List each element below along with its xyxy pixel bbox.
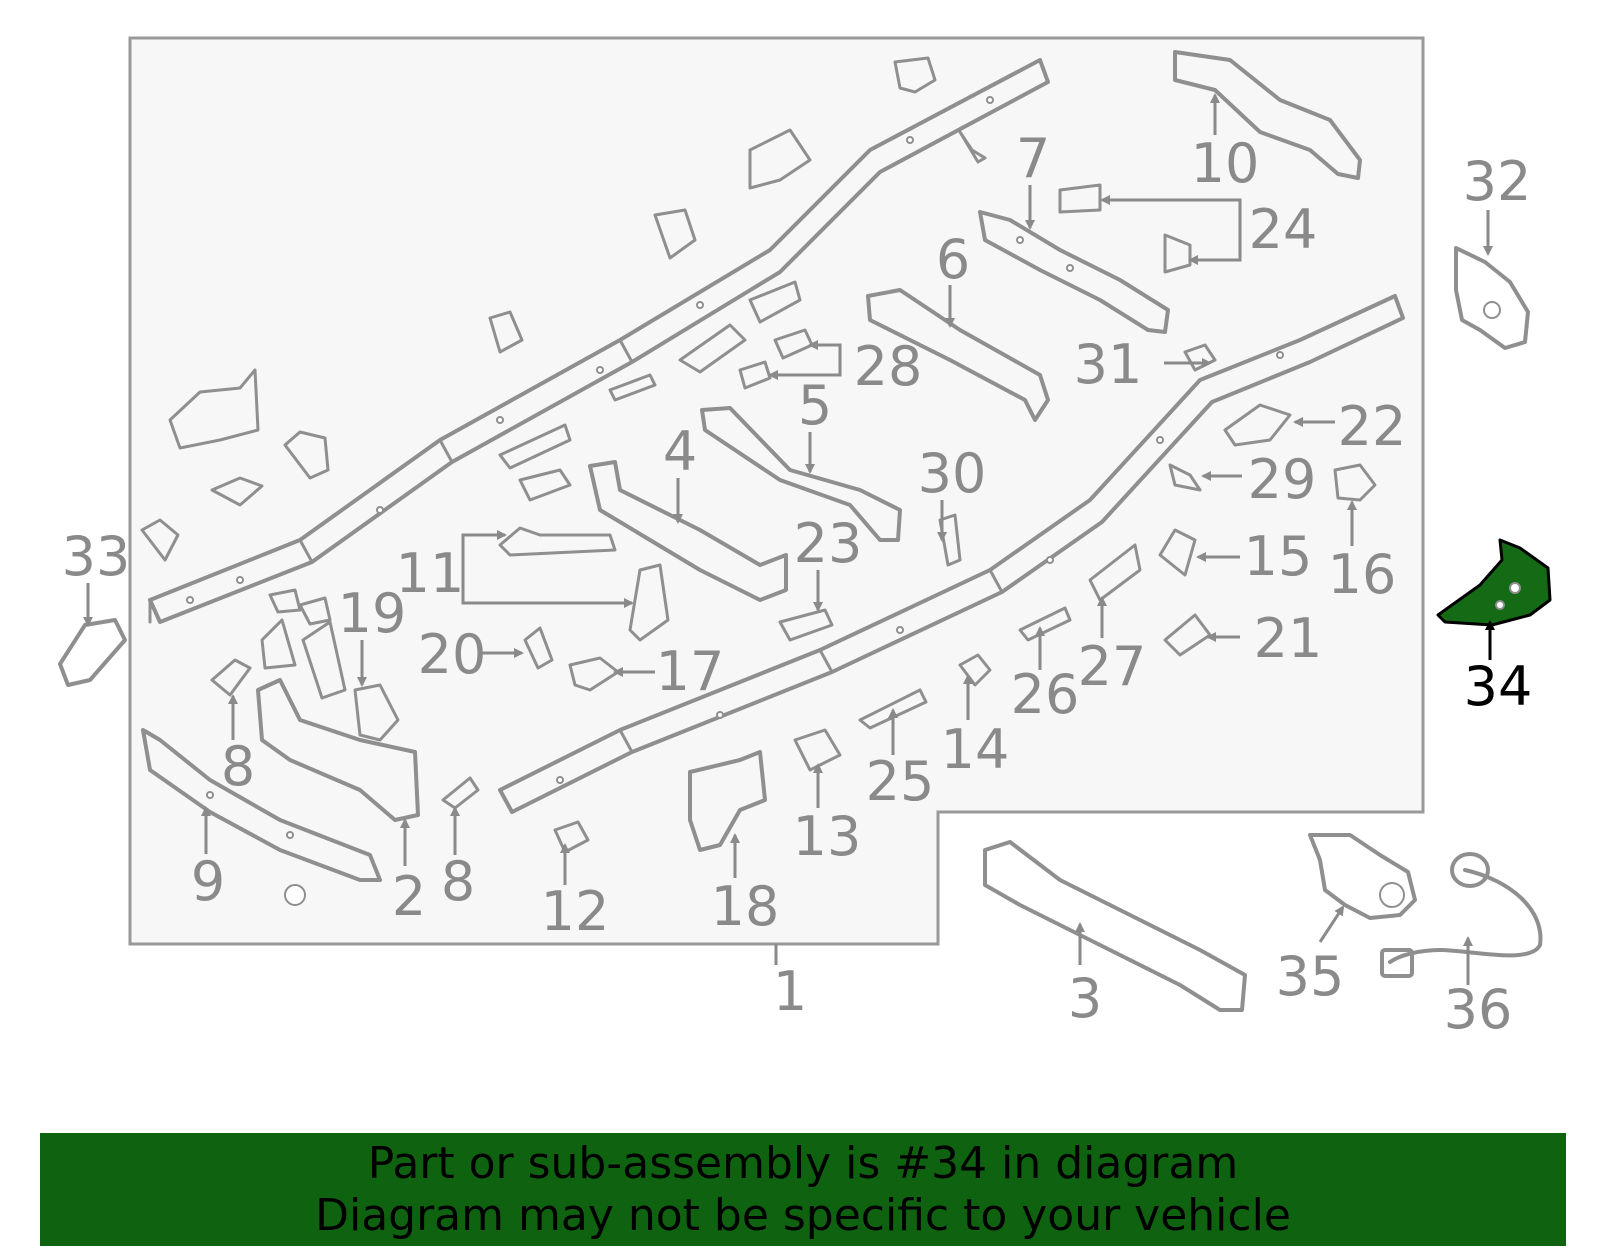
- callout-7: 7: [1016, 127, 1050, 190]
- callout-15: 15: [1244, 525, 1313, 588]
- callout-17: 17: [656, 640, 725, 703]
- callout-25: 25: [866, 750, 935, 813]
- right-frame-rail: [498, 294, 1405, 814]
- callout-5: 5: [798, 374, 832, 437]
- part-6-crossmember: [866, 288, 1050, 422]
- callout-29: 29: [1248, 448, 1317, 511]
- callout-36: 36: [1444, 978, 1513, 1041]
- callout-28: 28: [854, 335, 923, 398]
- callout-20: 20: [418, 623, 487, 686]
- callout-6: 6: [936, 228, 970, 291]
- callout-30: 30: [918, 442, 987, 505]
- part-33-bracket: [58, 618, 127, 687]
- callout-8a: 8: [221, 735, 255, 798]
- callout-9: 9: [191, 850, 225, 913]
- banner-line-disclaimer: Diagram may not be specific to your vehi…: [315, 1189, 1291, 1241]
- left-frame-rail: [148, 58, 1050, 624]
- callout-18: 18: [711, 875, 780, 938]
- callout-33: 33: [62, 525, 131, 588]
- banner-line-part-number: Part or sub-assembly is #34 in diagram: [367, 1137, 1239, 1189]
- callout-26: 26: [1011, 663, 1080, 726]
- callout-27: 27: [1078, 635, 1147, 698]
- callout-22: 22: [1338, 395, 1407, 458]
- part-7-crossmember: [978, 210, 1170, 334]
- callout-21: 21: [1254, 607, 1323, 670]
- frame-assembly-panel: [128, 36, 1425, 946]
- callout-31: 31: [1074, 333, 1143, 396]
- callout-19: 19: [338, 582, 407, 645]
- part-18-bracket: [688, 750, 767, 852]
- callout-13: 13: [793, 805, 862, 868]
- callout-12: 12: [541, 880, 610, 943]
- callout-2: 2: [392, 865, 426, 928]
- part-34-bracket-highlighted[interactable]: [1436, 538, 1552, 627]
- callout-34-highlighted: 34: [1464, 655, 1533, 718]
- part-32-bracket: [1454, 246, 1530, 350]
- part-10-crossmember: [1173, 50, 1362, 180]
- callout-1: 1: [773, 960, 807, 1023]
- info-banner: Part or sub-assembly is #34 in diagram D…: [40, 1133, 1566, 1246]
- part-9-bumper-reinforcement: [141, 728, 382, 882]
- leader-arrows: [83, 93, 1495, 985]
- part-5-crossmember: [700, 406, 902, 542]
- callout-35: 35: [1276, 945, 1345, 1008]
- callout-24: 24: [1249, 198, 1318, 261]
- callout-4: 4: [663, 420, 697, 483]
- callout-14: 14: [941, 718, 1010, 781]
- part-3-crossmember: [983, 840, 1247, 1012]
- callout-10: 10: [1191, 132, 1260, 195]
- part-35-sensor: [1308, 833, 1417, 920]
- part-2-crossmember: [256, 678, 420, 822]
- callout-23: 23: [794, 512, 863, 575]
- callout-3: 3: [1068, 967, 1102, 1030]
- callout-11: 11: [396, 542, 465, 605]
- callout-32: 32: [1463, 150, 1532, 213]
- callout-8b: 8: [441, 850, 475, 913]
- part-4-crossmember: [588, 460, 788, 602]
- callout-16: 16: [1328, 543, 1397, 606]
- part-36-harness: [1380, 852, 1543, 978]
